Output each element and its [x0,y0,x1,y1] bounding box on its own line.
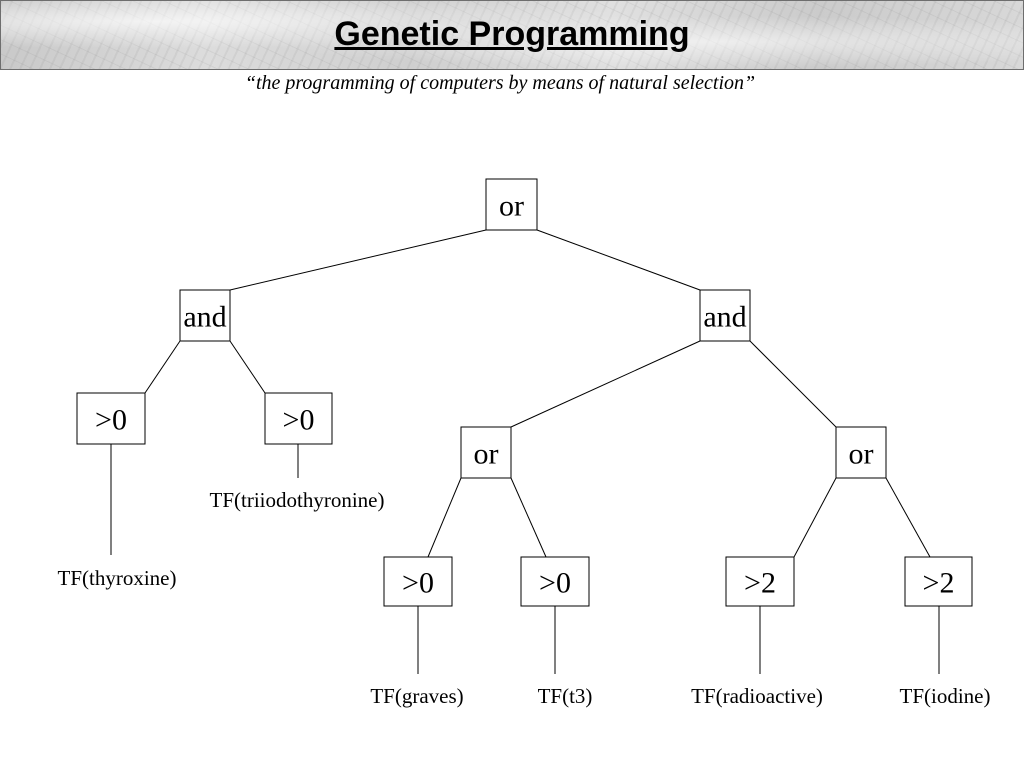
edge-or-to-right-and [536,229,701,291]
node-gt0-t3: >0 [520,556,590,607]
title-banner [0,0,1024,70]
node-left-and: and [179,289,231,342]
page-title: Genetic Programming [334,15,690,53]
edge-right-and-to-or-right [749,340,837,428]
node-label: >0 [283,404,315,437]
leaf-radioactive: TF(radioactive) [691,684,823,708]
node-gt2-iodine: >2 [904,556,973,607]
leaf-graves: TF(graves) [370,684,463,708]
node-or-right: or [835,426,887,479]
edge-or-left-to-gt0-graves [427,477,462,558]
node-or-left: or [460,426,512,479]
edge-right-and-to-or-left [510,340,701,428]
edge-left-and-to-gt0-thyroxine [144,340,181,394]
node-label: >0 [95,404,127,437]
node-gt0-graves: >0 [383,556,453,607]
node-label: >0 [539,567,571,600]
leaf-t3: TF(t3) [538,684,593,708]
node-label: >2 [744,567,776,600]
node-label: >2 [923,567,955,600]
edge-or-left-to-gt0-t3 [510,477,547,558]
node-right-and: and [699,289,751,342]
edge-or-right-to-gt2-iodine [885,477,931,558]
tree-edges [110,229,940,674]
node-label: >0 [402,567,434,600]
node-gt0-thyroxine: >0 [76,392,146,445]
leaf-iodine: TF(iodine) [900,684,991,708]
node-gt0-triiodo: >0 [264,392,333,445]
node-root-or: or [485,178,538,231]
node-gt2-radioactive: >2 [725,556,795,607]
leaf-triiodothyronine: TF(triiodothyronine) [210,488,385,512]
leaf-thyroxine: TF(thyroxine) [58,566,177,590]
edge-or-to-left-and [229,229,487,291]
edge-left-and-to-gt0-triiodo [229,340,266,394]
node-label: and [703,301,746,334]
node-label: or [499,190,524,223]
node-label: and [183,301,226,334]
edge-or-right-to-gt2-radioactive [793,477,837,558]
node-label: or [474,438,499,471]
node-label: or [849,438,874,471]
page-subtitle: “the programming of computers by means o… [244,72,756,94]
